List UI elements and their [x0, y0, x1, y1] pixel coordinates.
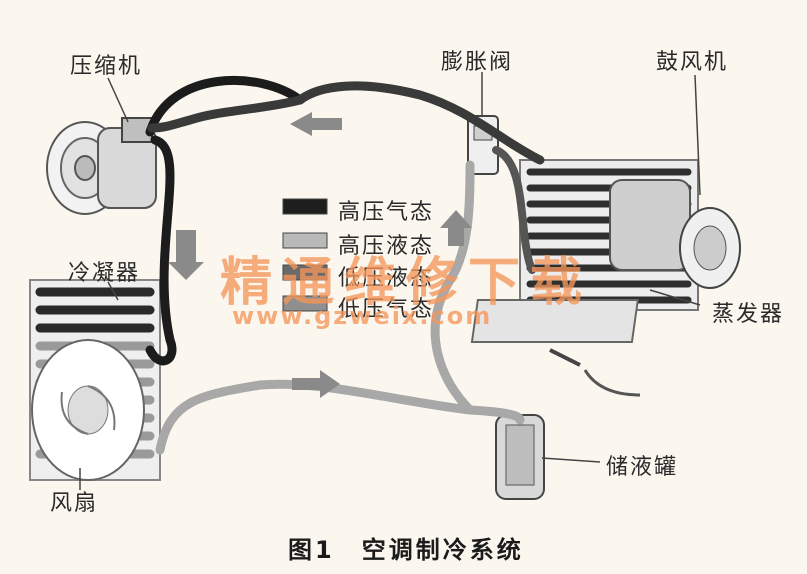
flow-arrow-bottom — [292, 370, 340, 398]
flow-arrows — [168, 112, 472, 398]
compressor — [46, 117, 157, 215]
label-expansion-valve: 膨胀阀 — [441, 50, 514, 75]
legend-text-lp-liquid: 低压液态 — [338, 266, 435, 291]
legend-swatch-hp-liquid — [282, 232, 328, 249]
flow-arrow-top — [290, 112, 342, 136]
leader-lines — [79, 72, 701, 490]
pipe-low-pressure-liquid — [492, 146, 536, 274]
fan — [31, 339, 145, 481]
legend-swatches — [282, 198, 328, 312]
figure-caption: 图1 空调制冷系统 — [288, 536, 524, 564]
legend-swatch-lp-gas — [282, 295, 328, 312]
pipe-high-pressure-gas — [145, 75, 305, 366]
label-blower: 鼓风机 — [656, 50, 729, 75]
watermark-text: 精通维修下载 — [220, 253, 593, 313]
flow-arrow-left — [168, 230, 204, 280]
blower — [609, 179, 741, 289]
label-evaporator: 蒸发器 — [712, 302, 785, 327]
temperature-sensor — [549, 348, 641, 397]
label-compressor: 压缩机 — [70, 54, 143, 79]
label-receiver-drier: 储液罐 — [606, 455, 679, 480]
flow-arrow-right — [440, 210, 472, 246]
legend-swatch-lp-liquid — [282, 264, 328, 281]
legend-swatch-hp-gas — [282, 198, 328, 215]
label-condenser: 冷凝器 — [68, 261, 141, 286]
pipe-low-pressure-gas — [147, 81, 545, 165]
legend-text-lp-gas: 低压气态 — [338, 297, 435, 322]
pipe-high-pressure-liquid — [155, 379, 525, 455]
pipe-liquid-to-valve — [430, 160, 475, 415]
receiver-drier — [495, 414, 545, 500]
legend-text-hp-liquid: 高压液态 — [338, 234, 435, 259]
legend-text-hp-gas: 高压气态 — [338, 200, 435, 225]
label-fan: 风扇 — [50, 491, 99, 516]
watermark-url: www.gzweix.com — [232, 302, 493, 330]
